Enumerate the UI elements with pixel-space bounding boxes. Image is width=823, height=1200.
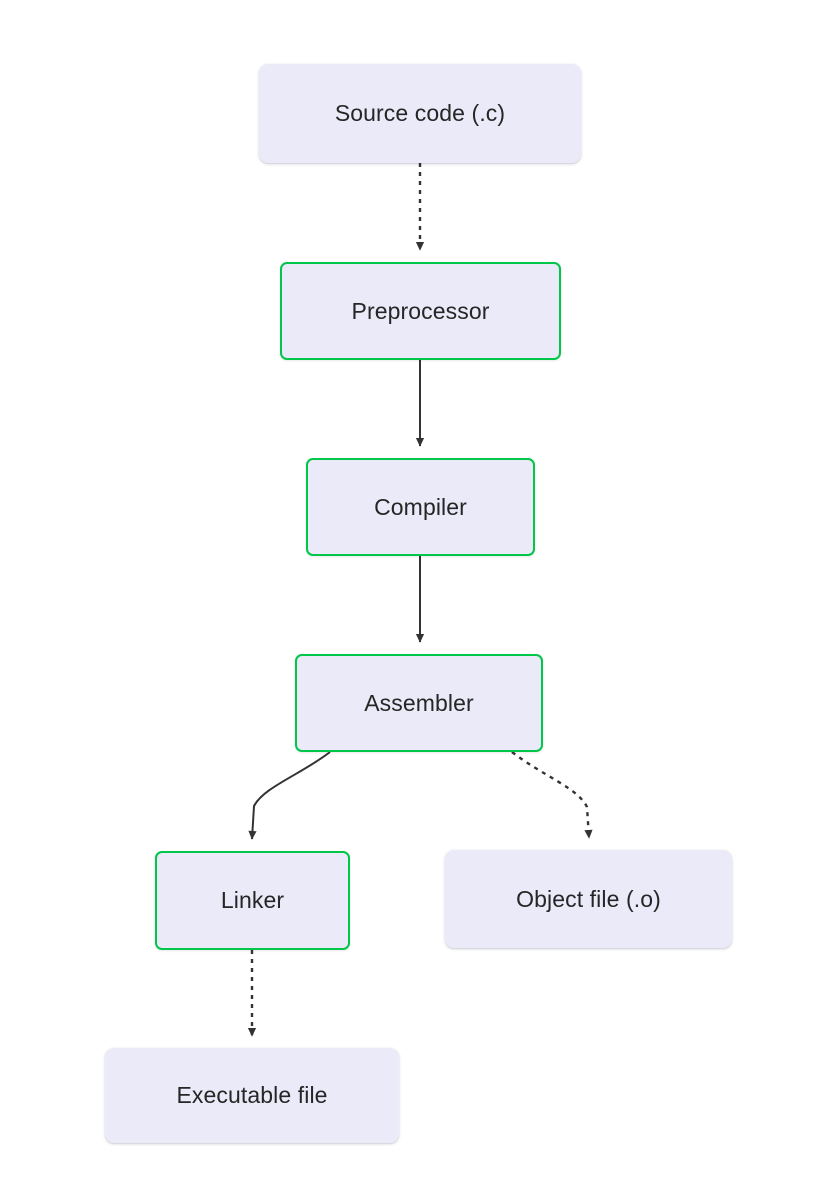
node-compiler-label: Compiler: [374, 493, 467, 520]
node-object-file[interactable]: Object file (.o): [445, 850, 732, 948]
edge-assembler-to-object-file: [511, 751, 593, 839]
node-source-code-label: Source code (.c): [334, 100, 506, 126]
node-preprocessor[interactable]: Preprocessor: [280, 262, 561, 360]
node-linker-label: Linker: [220, 887, 285, 913]
node-assembler-label: Assembler: [364, 689, 474, 716]
node-executable-file[interactable]: Executable file: [105, 1048, 399, 1143]
node-executable-file-label: Executable file: [176, 1082, 328, 1108]
node-compiler[interactable]: Compiler: [306, 458, 535, 556]
node-linker[interactable]: Linker: [155, 851, 350, 950]
node-source-code[interactable]: Source code (.c): [259, 64, 581, 163]
node-preprocessor-label: Preprocessor: [351, 297, 490, 324]
node-object-file-label: Object file (.o): [516, 885, 661, 912]
node-assembler[interactable]: Assembler: [295, 654, 543, 752]
edge-assembler-to-linker: [248, 751, 331, 840]
